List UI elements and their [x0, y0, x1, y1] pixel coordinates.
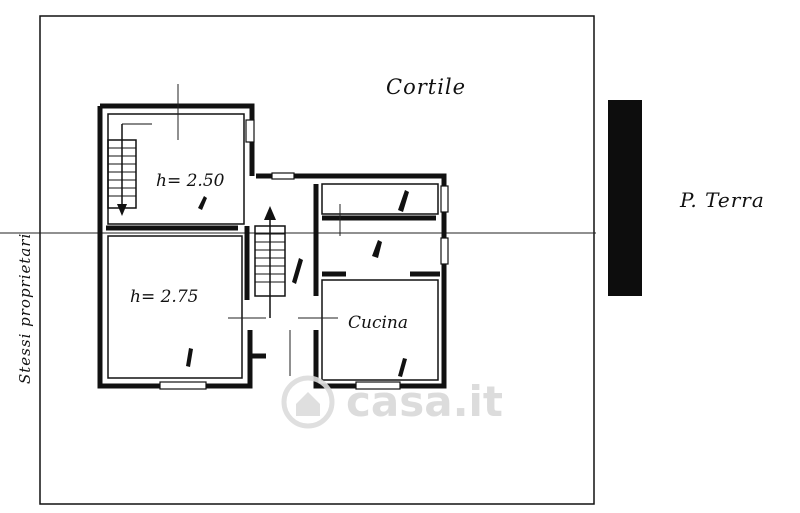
room-marks — [186, 190, 409, 377]
watermark: casa.it — [281, 375, 503, 429]
label-room-upper: h= 2.50 — [156, 171, 225, 191]
house-walls — [97, 103, 447, 389]
label-kitchen: Cucina — [348, 313, 408, 333]
watermark-text: casa.it — [346, 377, 503, 426]
stairs-left — [107, 123, 152, 216]
stairs-arrow-up-icon — [264, 206, 276, 220]
stairs-center — [254, 206, 286, 318]
house-logo-icon — [281, 375, 335, 429]
stairs-arrow-down-icon — [117, 204, 127, 216]
legend-bar — [608, 100, 642, 296]
label-floor: P. Terra — [679, 188, 765, 212]
label-cortile: Cortile — [386, 75, 466, 99]
label-room-lower: h= 2.75 — [130, 287, 198, 307]
label-side: Stessi proprietari — [16, 233, 34, 384]
window-marks — [159, 119, 449, 390]
lot-boundary — [39, 15, 595, 505]
inner-lines — [107, 84, 439, 381]
